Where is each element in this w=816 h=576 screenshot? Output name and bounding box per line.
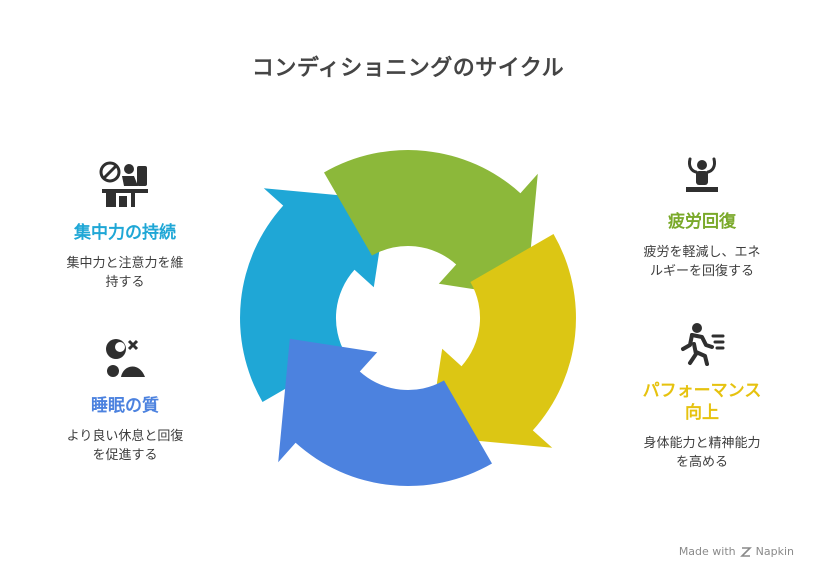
stage-focus-desc-line2: 持する — [105, 275, 145, 290]
stage-performance-heading-line2: 向上 — [685, 403, 719, 423]
fatigue-arrow — [324, 150, 538, 298]
stage-focus-description: 集中力と注意力を維 持する — [40, 254, 210, 292]
person-running-icon — [681, 323, 725, 366]
made-with-label: Made with — [678, 545, 736, 558]
napkin-logo-icon — [739, 546, 752, 557]
stage-sleep-desc-line2: を促進する — [92, 448, 158, 463]
focus-arrow — [240, 188, 388, 402]
stage-performance: パフォーマンス 向上 身体能力と精神能力 を高める — [612, 322, 792, 472]
person-meditating-icon — [686, 157, 718, 192]
sleep-arrow — [278, 338, 492, 486]
napkin-brand-label: Napkin — [755, 545, 794, 558]
person-at-desk-no-distraction-icon — [99, 161, 148, 207]
stage-performance-heading: パフォーマンス 向上 — [612, 380, 792, 424]
performance-arrow — [428, 234, 576, 448]
stage-fatigue-desc-line1: 疲労を軽減し、エネ — [643, 245, 761, 260]
stage-sleep-heading: 睡眠の質 — [91, 396, 159, 416]
stage-performance-desc-line1: 身体能力と精神能力 — [643, 436, 761, 451]
stage-focus: 集中力の持続 集中力と注意力を維 持する — [40, 160, 210, 292]
stage-performance-desc-line2: を高める — [675, 455, 728, 470]
person-sleeping-icon — [106, 339, 145, 377]
stage-sleep-desc-line1: より良い休息と回復 — [66, 429, 184, 444]
diagram-title: コンディショニングのサイクル — [251, 56, 565, 81]
stage-fatigue-heading: 疲労回復 — [668, 212, 736, 232]
stage-focus-desc-line1: 集中力と注意力を維 — [66, 256, 184, 271]
napkin-credit: Made with Napkin — [679, 545, 794, 558]
stage-fatigue-description: 疲労を軽減し、エネ ルギーを回復する — [612, 243, 792, 281]
stage-fatigue: 疲労回復 疲労を軽減し、エネ ルギーを回復する — [612, 155, 792, 281]
stage-focus-heading: 集中力の持続 — [74, 223, 176, 243]
stage-performance-description: 身体能力と精神能力 を高める — [612, 434, 792, 472]
cycle-arrows — [240, 150, 576, 486]
stage-performance-heading-line1: パフォーマンス — [642, 381, 762, 401]
stage-sleep-description: より良い休息と回復 を促進する — [40, 427, 210, 465]
stage-fatigue-desc-line2: ルギーを回復する — [649, 264, 754, 279]
stage-sleep: 睡眠の質 より良い休息と回復 を促進する — [40, 335, 210, 465]
